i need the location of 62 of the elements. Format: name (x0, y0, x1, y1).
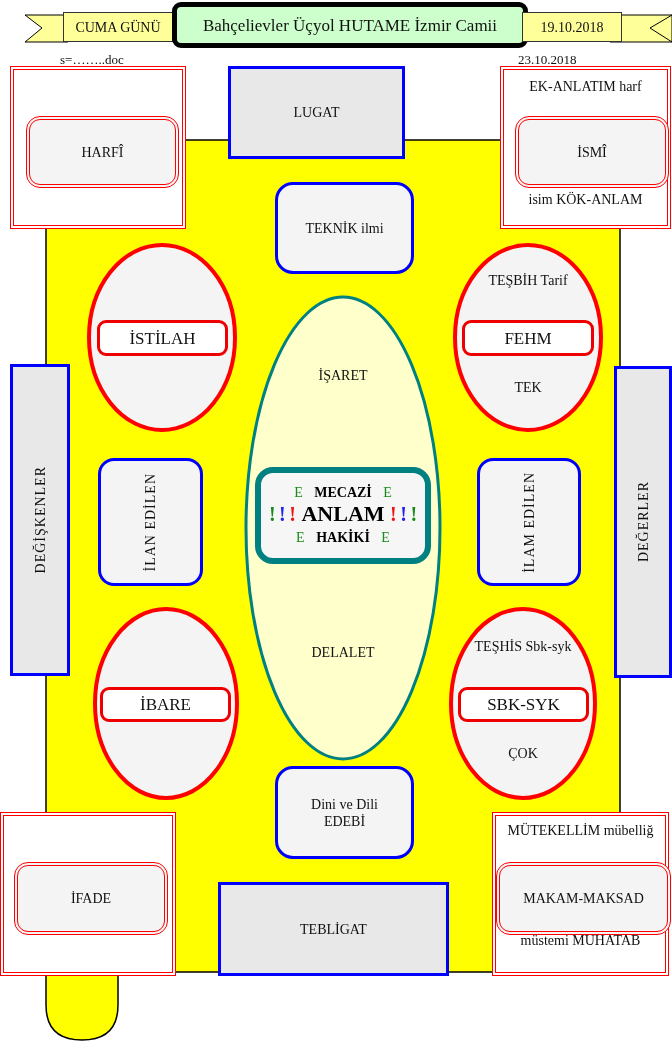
node-text: FEHM (504, 329, 552, 347)
term-box (496, 862, 671, 935)
term-ellipse (86, 242, 238, 433)
node-text: MAKAM-MAKSAD (523, 890, 644, 907)
node-text: CUMA GÜNÜ (75, 18, 161, 36)
frame-box (0, 812, 176, 976)
node-text: E MECAZİ E (293, 484, 393, 502)
node-text: E HAKİKİ E (295, 529, 391, 547)
node-text: HARFÎ (81, 143, 124, 161)
node-text: TEŞHİS Sbk-syk (473, 638, 573, 655)
frame-box (10, 66, 186, 229)
node-text: SBK-SYK (487, 696, 560, 713)
term-box (515, 116, 669, 188)
node-text: isim KÖK-ANLAM (527, 191, 644, 208)
term-box (462, 320, 594, 356)
term-ellipse (452, 242, 604, 433)
node-text: Dini ve Dili EDEBİ (310, 795, 379, 830)
node-text: Bahçelievler Üçyol HUTAME İzmir Camii (202, 16, 498, 34)
center-box (255, 467, 431, 564)
term-box (97, 320, 228, 356)
node-text: İBARE (140, 696, 191, 713)
node-text: EK-ANLATIM harf (528, 78, 643, 95)
node-text: İSMÎ (577, 143, 607, 161)
title-box (172, 2, 528, 48)
node-text: İLAM EDİLEN (520, 471, 538, 573)
node-text: İFADE (70, 890, 112, 907)
note-text: 23.10.2018 (518, 52, 577, 68)
term-box (14, 862, 168, 935)
term-ellipse (92, 606, 240, 801)
vertical-panel (614, 366, 672, 678)
node-text: TEKNİK ilmi (305, 219, 384, 237)
term-ellipse (448, 606, 598, 801)
term-box (458, 687, 589, 722)
rounded-box (275, 182, 414, 274)
rounded-box (275, 766, 414, 859)
panel-box (228, 66, 405, 159)
node-text: ÇOK (507, 745, 539, 762)
node-text: TEK (513, 379, 543, 396)
node-text: müstemi MUHATAB (519, 932, 642, 949)
central-ellipse (243, 294, 443, 762)
node-text: DELALET (310, 644, 376, 661)
node-text: İSTİLAH (129, 329, 196, 347)
note-text: s=……..doc (60, 52, 124, 68)
panel-box (218, 882, 449, 976)
node-text: ! ! ! ANLAM ! ! ! (268, 502, 418, 528)
ribbon-box (522, 12, 622, 42)
node-text: DEĞERLER (634, 481, 652, 563)
node-text: İŞARET (317, 367, 369, 384)
term-box (26, 116, 179, 188)
node-text: 19.10.2018 (540, 18, 604, 36)
node-text: DEĞİŞKENLER (31, 466, 49, 574)
node-text: TEBLİGAT (300, 920, 367, 938)
node-text: TEŞBİH Tarif (487, 272, 569, 289)
rounded-box (477, 458, 581, 586)
node-text: MÜTEKELLİM mübelliğ (506, 822, 655, 839)
term-box (100, 687, 231, 722)
node-text: İLAN EDİLEN (142, 472, 159, 572)
rounded-box (98, 458, 203, 586)
frame-box (500, 66, 671, 229)
vertical-panel (10, 364, 70, 676)
frame-box (492, 812, 669, 976)
node-text: LUGAT (293, 104, 340, 121)
